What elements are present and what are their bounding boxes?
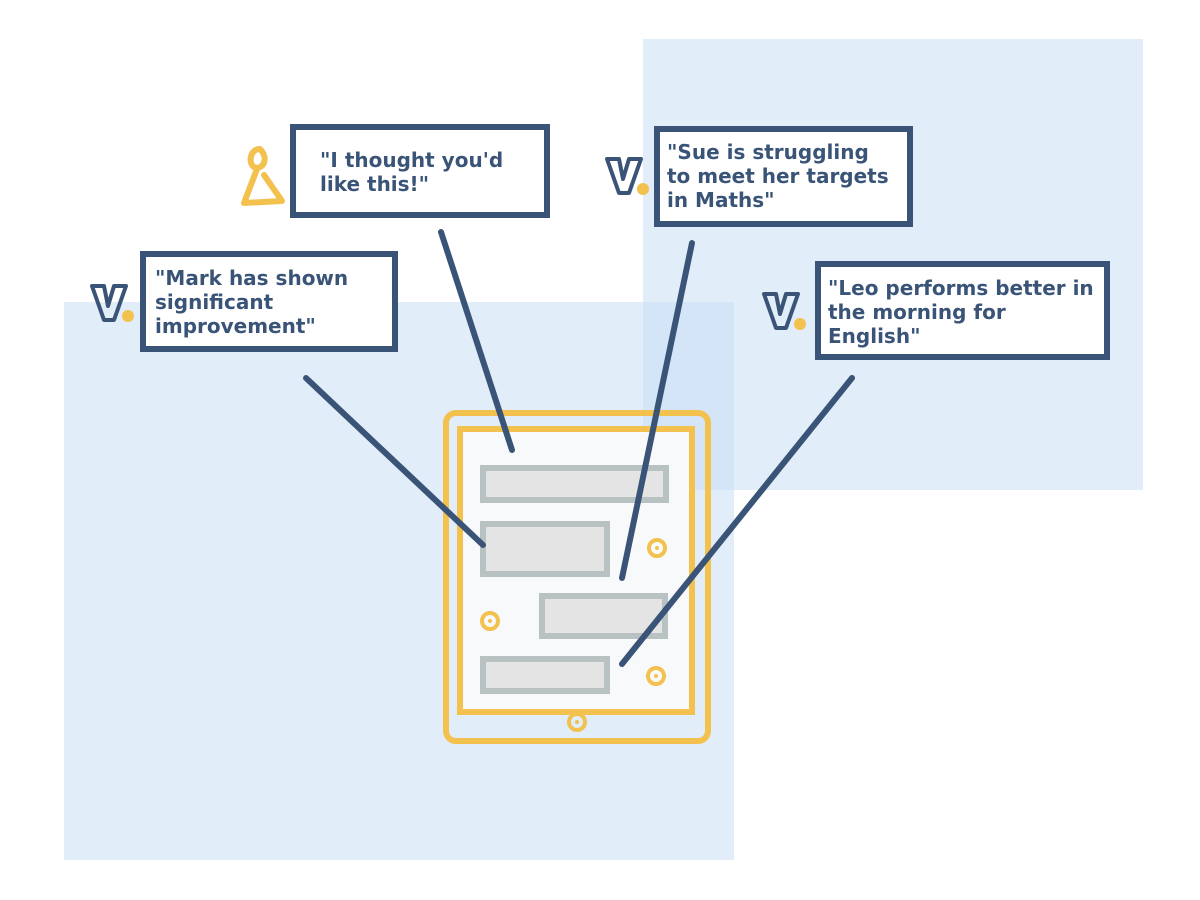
screen-content-bar <box>480 521 610 577</box>
connector-line <box>438 229 515 453</box>
screen-content-bar <box>539 593 668 639</box>
notification-dot <box>647 538 667 558</box>
screen-content-bar <box>480 465 669 503</box>
screen-content-bar <box>480 656 610 694</box>
tablet-home-button <box>567 712 587 732</box>
callout-mark: "Mark has shown significant improvement" <box>140 251 398 352</box>
callout-sue: "Sue is struggling to meet her targets i… <box>654 126 913 227</box>
connector-line <box>303 375 486 548</box>
tablet-icon <box>443 410 711 744</box>
connector-line <box>619 375 855 667</box>
callout-leo: "Leo performs better in the morning for … <box>815 261 1110 360</box>
v-logo-icon <box>605 157 649 195</box>
connector-line <box>619 240 695 581</box>
v-logo-icon <box>90 284 134 322</box>
notification-dot <box>646 666 666 686</box>
notification-dot <box>480 611 500 631</box>
callout-thought: "I thought you'd like this!" <box>290 124 550 218</box>
tablet-outer-frame <box>443 410 711 744</box>
person-icon <box>241 146 285 206</box>
v-logo-icon <box>762 292 806 330</box>
